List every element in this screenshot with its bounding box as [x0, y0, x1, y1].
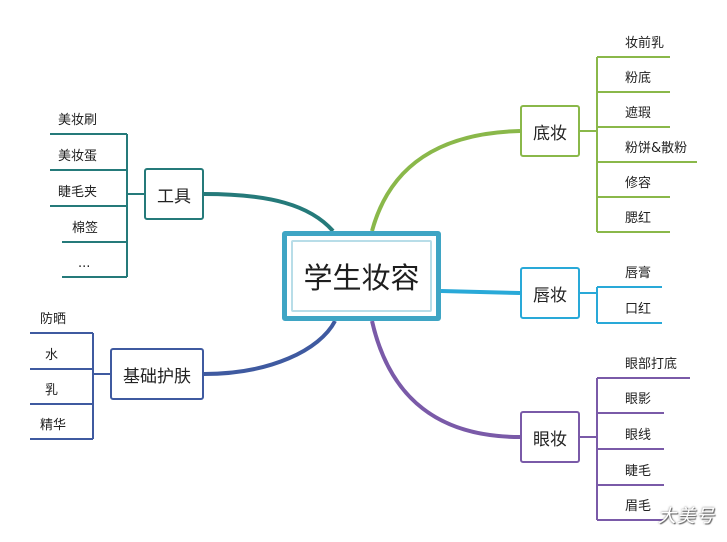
leaf-tools-1: 美妆蛋: [58, 149, 98, 164]
leaf-base-4: 修容: [625, 176, 652, 191]
leaf-skincare-2: 乳: [45, 383, 59, 398]
leaf-base-3: 粉饼&散粉: [625, 141, 688, 156]
leaf-lips-0: 唇膏: [625, 266, 652, 281]
tools-leaf-lines: [50, 133, 144, 278]
central-topic-label: 学生妆容: [303, 261, 420, 295]
branch-eye-makeup-label: 眼妆: [533, 429, 567, 450]
central-topic: 学生妆容: [282, 231, 441, 321]
branch-eye-makeup: 眼妆: [520, 411, 580, 463]
watermark-logo: 大美号: [658, 506, 715, 527]
leaf-skincare-3: 精华: [40, 418, 67, 433]
leaf-eyes-2: 眼线: [625, 428, 652, 443]
branch-base-makeup: 底妆: [520, 105, 580, 157]
eyes-leaf-lines: [580, 377, 690, 521]
leaf-base-0: 妆前乳: [625, 36, 665, 51]
connector-base: [370, 129, 521, 232]
leaf-skincare-0: 防晒: [40, 312, 67, 327]
leaf-eyes-1: 眼影: [625, 392, 652, 407]
leaf-eyes-4: 眉毛: [625, 499, 652, 514]
central-topic-inner-border: [291, 240, 432, 312]
base-leaf-lines: [580, 56, 697, 233]
leaf-base-5: 腮红: [625, 211, 652, 226]
branch-basic-skincare-label: 基础护肤: [123, 366, 191, 387]
connector-skincare: [203, 320, 337, 376]
leaf-tools-2: 睫毛夹: [58, 185, 98, 200]
leaf-tools-0: 美妆刷: [58, 113, 98, 128]
leaf-base-2: 遮瑕: [625, 106, 652, 121]
connector-lips: [440, 289, 521, 295]
branch-lip-makeup: 唇妆: [520, 267, 580, 319]
leaf-base-1: 粉底: [625, 71, 652, 86]
skincare-leaf-lines: [30, 332, 110, 440]
branch-basic-skincare: 基础护肤: [110, 348, 204, 400]
branch-lip-makeup-label: 唇妆: [533, 285, 567, 306]
leaf-tools-4: ...: [78, 256, 91, 271]
branch-base-makeup-label: 底妆: [533, 123, 567, 144]
connector-tools: [203, 192, 335, 233]
leaf-eyes-0: 眼部打底: [625, 357, 678, 372]
leaf-tools-3: 棉签: [72, 221, 99, 236]
branch-tools: 工具: [144, 168, 204, 220]
branch-tools-label: 工具: [157, 186, 191, 207]
leaf-eyes-3: 睫毛: [625, 464, 652, 479]
connector-eyes: [370, 320, 521, 439]
lips-leaf-lines: [580, 286, 662, 324]
leaf-skincare-1: 水: [45, 348, 59, 363]
leaf-lips-1: 口红: [625, 302, 652, 317]
